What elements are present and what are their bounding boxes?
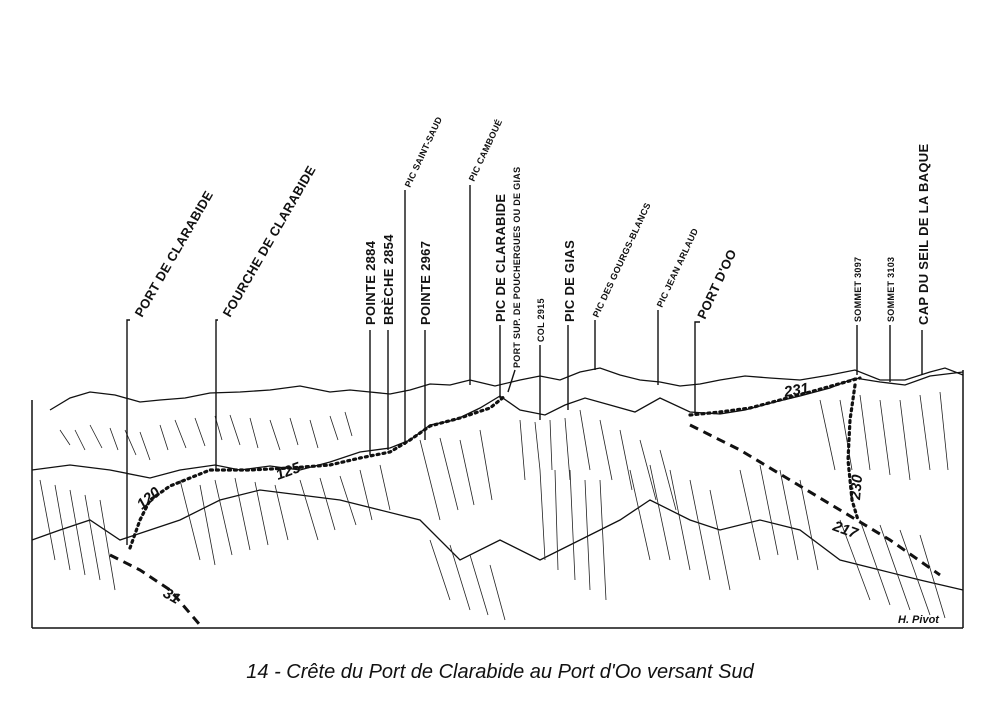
route-number-120: 120: [134, 484, 165, 514]
label-port-d-oo: PORT D'OO: [694, 247, 739, 321]
leader-lines: [126, 185, 923, 545]
label-port-sup-pouchergues: PORT SUP. DE POUCHERGUES OU DE GIAS: [512, 167, 522, 368]
route-number-31: 31: [160, 585, 183, 608]
peak-labels: PORT DE CLARABIDE FOURCHE DE CLARABIDE P…: [132, 115, 931, 368]
label-pic-saint-saud: PIC SAINT-SAUD: [403, 115, 445, 189]
route-230-dotted: [846, 383, 860, 522]
route-31-dashed: [109, 553, 202, 626]
label-pic-jean-arlaud: PIC JEAN ARLAUD: [655, 226, 701, 309]
label-sommet-3103: SOMMET 3103: [886, 257, 896, 322]
label-port-de-clarabide: PORT DE CLARABIDE: [132, 188, 217, 319]
route-217-dashed: [689, 423, 941, 577]
label-pointe-2967: POINTE 2967: [418, 241, 433, 325]
label-pic-camboue: PIC CAMBOUÉ: [467, 118, 505, 183]
label-fourche-de-clarabide: FOURCHE DE CLARABIDE: [220, 163, 319, 320]
background-ridge: [49, 367, 964, 411]
terrain-hatching: [39, 391, 949, 621]
figure-caption: 14 - Crête du Port de Clarabide au Port …: [246, 661, 754, 683]
label-pic-de-clarabide: PIC DE CLARABIDE: [493, 194, 508, 322]
artist-signature: H. Pivot: [898, 614, 940, 626]
label-breche-2854: BRÈCHE 2854: [381, 234, 396, 325]
label-pointe-2884: POINTE 2884: [363, 240, 378, 325]
label-sommet-3097: SOMMET 3097: [853, 257, 863, 322]
route-number-217: 217: [830, 517, 861, 542]
label-pic-de-gias: PIC DE GIAS: [562, 240, 577, 322]
label-col-2915: COL 2915: [536, 298, 546, 342]
label-cap-du-seil-de-la-baque: CAP DU SEIL DE LA BAQUE: [916, 144, 931, 325]
foreground-ridge: [31, 489, 964, 591]
route-port-doo-dotted: [688, 376, 862, 417]
route-number-125: 125: [274, 459, 304, 484]
route-ridge-dotted: [128, 394, 507, 550]
label-pic-des-gourgs-blancs: PIC DES GOURGS-BLANCS: [591, 201, 653, 319]
route-number-231: 231: [782, 380, 811, 401]
route-number-230: 230: [847, 473, 866, 501]
frame: [31, 370, 964, 629]
